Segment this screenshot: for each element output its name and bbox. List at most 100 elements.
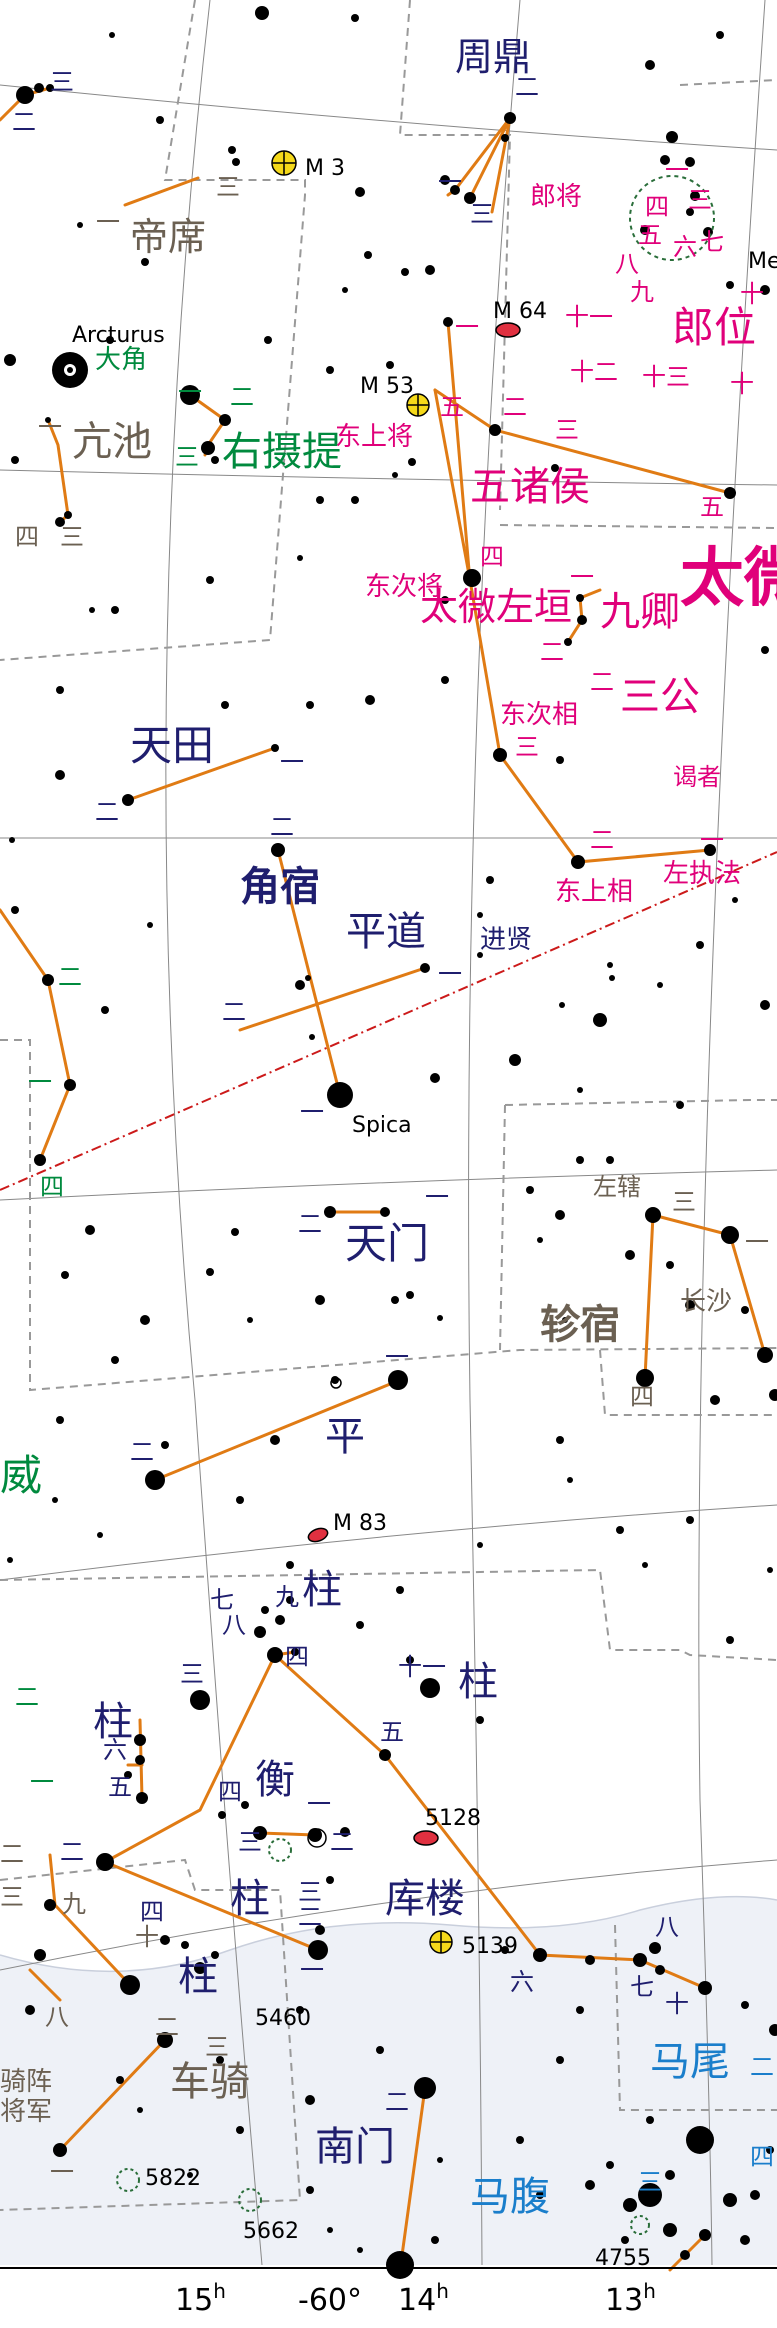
num-yi-tm: 一	[425, 1183, 449, 1211]
galaxy-m64-icon	[495, 322, 521, 338]
label-m64: M 64	[493, 299, 547, 324]
num-yi-h: 一	[307, 1790, 331, 1818]
label-cheqi: 车骑	[170, 2059, 250, 2105]
milky-way-region	[0, 1896, 777, 2265]
num-yi-zd: 一	[438, 168, 462, 196]
label-zuoxia: 左辖	[593, 1173, 641, 1201]
num-si-mf: 四	[750, 2143, 774, 2171]
label-zhu-left: 柱	[93, 1699, 133, 1745]
num-liu-z: 六	[103, 1736, 127, 1764]
num-yi-dx: 一	[96, 208, 120, 236]
num-liu-kl: 六	[510, 1968, 534, 1996]
label-taiwei: 太微垣	[680, 542, 777, 616]
num-yi-cq: 一	[50, 2158, 74, 2186]
num-san-wz: 三	[555, 416, 579, 444]
label-dongcixiang: 东次相	[500, 700, 578, 730]
num-er-jq: 二	[540, 638, 564, 666]
num-er-jx: 二	[270, 813, 294, 841]
num-san-1: 三	[50, 68, 74, 96]
open-cluster-5460-icon	[268, 1838, 292, 1862]
label-zhu-low: 柱	[178, 1954, 218, 2000]
num-er-tt: 二	[95, 798, 119, 826]
label-sangong: 三公	[620, 674, 700, 720]
label-me: Me	[748, 249, 777, 274]
constellation-boundaries	[0, 0, 777, 2211]
num-san-mf: 三	[638, 2168, 662, 2196]
num-wu-z: 五	[108, 1773, 132, 1801]
num-ba-cq: 八	[45, 2003, 69, 2031]
num-er-z2: 二	[60, 1838, 84, 1866]
num-er-zd: 二	[515, 73, 539, 101]
num-yi-kl: 一	[28, 1068, 52, 1096]
label-5822: 5822	[145, 2166, 201, 2191]
open-cluster-4755-icon	[630, 2215, 650, 2235]
ra-label-14h: 14h	[398, 2279, 449, 2318]
label-mafu: 马腹	[470, 2174, 550, 2220]
num-yi-ys: 一	[178, 378, 202, 406]
label-dajiao: 大角	[95, 345, 147, 375]
num-ba-lw: 八	[615, 250, 639, 278]
coordinate-grid	[0, 0, 777, 2266]
label-langwei: 郎位	[672, 303, 756, 352]
stars	[4, 6, 777, 2279]
num-si-tw: 四	[480, 543, 504, 571]
label-4755: 4755	[595, 2246, 651, 2271]
label-jiangjun: 将军	[0, 2097, 52, 2127]
label-5128: 5128	[425, 1806, 481, 1831]
milky-way-edge	[0, 1895, 777, 1973]
num-yi-wz: 一	[455, 313, 479, 341]
num-shi-mw: 十	[665, 1990, 689, 2018]
label-changsha: 长沙	[680, 1287, 732, 1317]
num-er-wz: 二	[503, 393, 527, 421]
label-zhu-mid: 柱	[230, 1876, 270, 1922]
label-m53: M 53	[360, 374, 414, 399]
num-si-kl: 四	[40, 1173, 64, 1201]
num-yi-lw: 一	[665, 156, 689, 184]
num-san-tw: 三	[515, 733, 539, 761]
planetary-nebula-icon	[330, 1377, 342, 1389]
num-yi-pd: 一	[438, 960, 462, 988]
num-ba-z: 八	[222, 1611, 246, 1639]
open-cluster-5822-icon	[116, 2168, 140, 2192]
num-er-ping: 二	[130, 1438, 154, 1466]
num-san-z2: 三	[298, 1878, 322, 1906]
label-taiweizuo: 太微左垣	[420, 585, 572, 629]
open-cluster-5662-icon	[238, 2188, 262, 2212]
num-yi-ping: 一	[385, 1343, 409, 1371]
label-qizhen: 骑阵	[0, 2067, 52, 2097]
num-san-cq: 三	[205, 2033, 229, 2061]
num-san-h: 三	[238, 1828, 262, 1856]
num-er-z3: 二	[298, 1903, 322, 1931]
galaxy-m83-icon	[307, 1527, 329, 1543]
label-wuzhu: 五诸侯	[470, 464, 590, 510]
num-yi-zx: 一	[745, 1228, 769, 1256]
star-cluster-me-outline	[629, 175, 715, 261]
ecliptic-line	[0, 851, 777, 1191]
label-jiuqing: 九卿	[600, 589, 680, 635]
num-liu-lw: 六	[673, 233, 697, 261]
label-heng: 衡	[255, 1757, 295, 1803]
num-si-z: 四	[285, 1643, 309, 1671]
num-er-kl: 二	[58, 963, 82, 991]
star-double-icon	[307, 1828, 327, 1848]
num-er-w2: 二	[0, 1840, 24, 1868]
num-si-lw: 四	[645, 193, 669, 221]
num-er-sg: 二	[590, 668, 614, 696]
label-pingdao: 平道	[346, 909, 426, 955]
bottom-axis: 15h -60° 14h 13h	[0, 2267, 777, 2318]
num-wu-wz: 五	[440, 393, 464, 421]
num-er-mw: 二	[750, 2053, 774, 2081]
num-er-w: 二	[15, 1683, 39, 1711]
num-qi-z: 七	[210, 1586, 234, 1614]
num-ba-mw: 八	[655, 1913, 679, 1941]
num-er-pd: 二	[222, 998, 246, 1026]
label-spica: Spica	[352, 1113, 412, 1138]
num-san-zd: 三	[470, 200, 494, 228]
ra-label-13h: 13h	[605, 2279, 656, 2318]
label-dixi: 帝席	[130, 215, 206, 259]
num-wu-kl: 五	[380, 1718, 404, 1746]
num-yi-zz: 一	[700, 826, 724, 854]
num-shi-cq: 十	[135, 1923, 159, 1951]
